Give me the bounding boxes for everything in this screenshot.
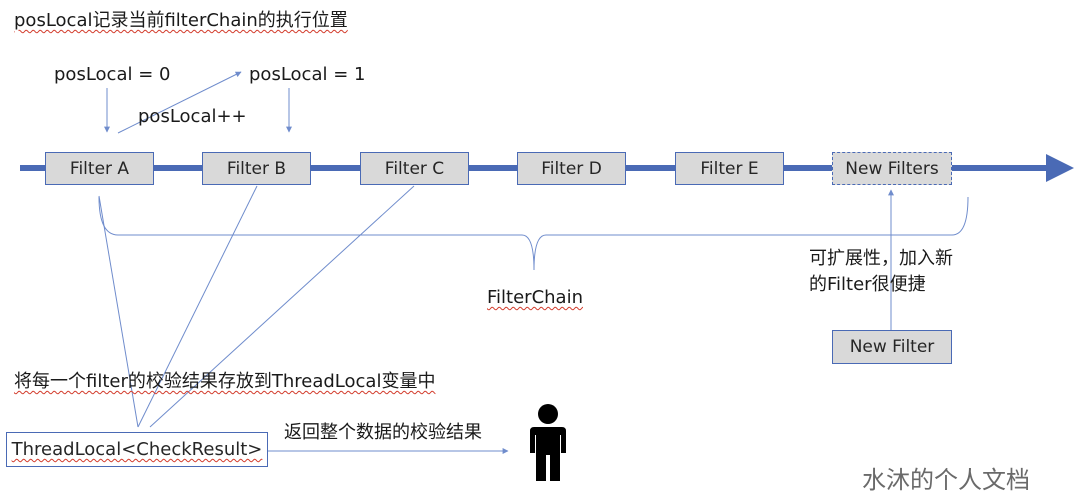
new-filters-box: New Filters: [832, 152, 952, 185]
pos1-label: posLocal = 1: [249, 66, 365, 84]
filter-c-to-threadlocal: [149, 185, 415, 428]
threadlocal-box: ThreadLocal<CheckResult>: [6, 432, 268, 467]
threadlocal-note-text: 将每一个filter的校验结果存放到ThreadLocal变量中: [14, 371, 436, 392]
title-text: posLocal记录当前filterChain的执行位置: [14, 10, 348, 31]
filterchain-text: FilterChain: [487, 287, 583, 308]
user-icon: [530, 404, 566, 481]
pos1-text: posLocal = 1: [249, 64, 366, 85]
new-filter-box: New Filter: [832, 330, 952, 364]
pos0-label: posLocal = 0: [54, 66, 170, 84]
filter-a-box: Filter A: [45, 152, 154, 185]
filter-b-box: Filter B: [202, 152, 311, 185]
filter-e-box: Filter E: [675, 152, 784, 185]
threadlocal-box-text: ThreadLocal<CheckResult>: [11, 439, 263, 460]
filterchain-label: FilterChain: [487, 289, 583, 307]
pos0-text: posLocal = 0: [54, 64, 171, 85]
filterchain-brace: [98, 196, 969, 271]
diagram-title: posLocal记录当前filterChain的执行位置: [14, 12, 348, 30]
increment-text: posLocal++: [138, 106, 247, 127]
increment-label: posLocal++: [138, 108, 247, 126]
filter-c-box: Filter C: [360, 152, 469, 185]
filter-d-box: Filter D: [517, 152, 626, 185]
extensibility-line-2: 的Filter很便捷: [809, 274, 926, 295]
filter-a-to-threadlocal: [98, 195, 139, 428]
increment-arrow: [117, 71, 242, 134]
return-label: 返回整个数据的校验结果: [284, 422, 482, 443]
extensibility-line-1: 可扩展性，加入新: [809, 248, 953, 269]
filter-b-to-threadlocal: [137, 185, 258, 428]
threadlocal-note: 将每一个filter的校验结果存放到ThreadLocal变量中: [14, 373, 435, 391]
watermark: 水沐的个人文档: [862, 466, 1030, 494]
